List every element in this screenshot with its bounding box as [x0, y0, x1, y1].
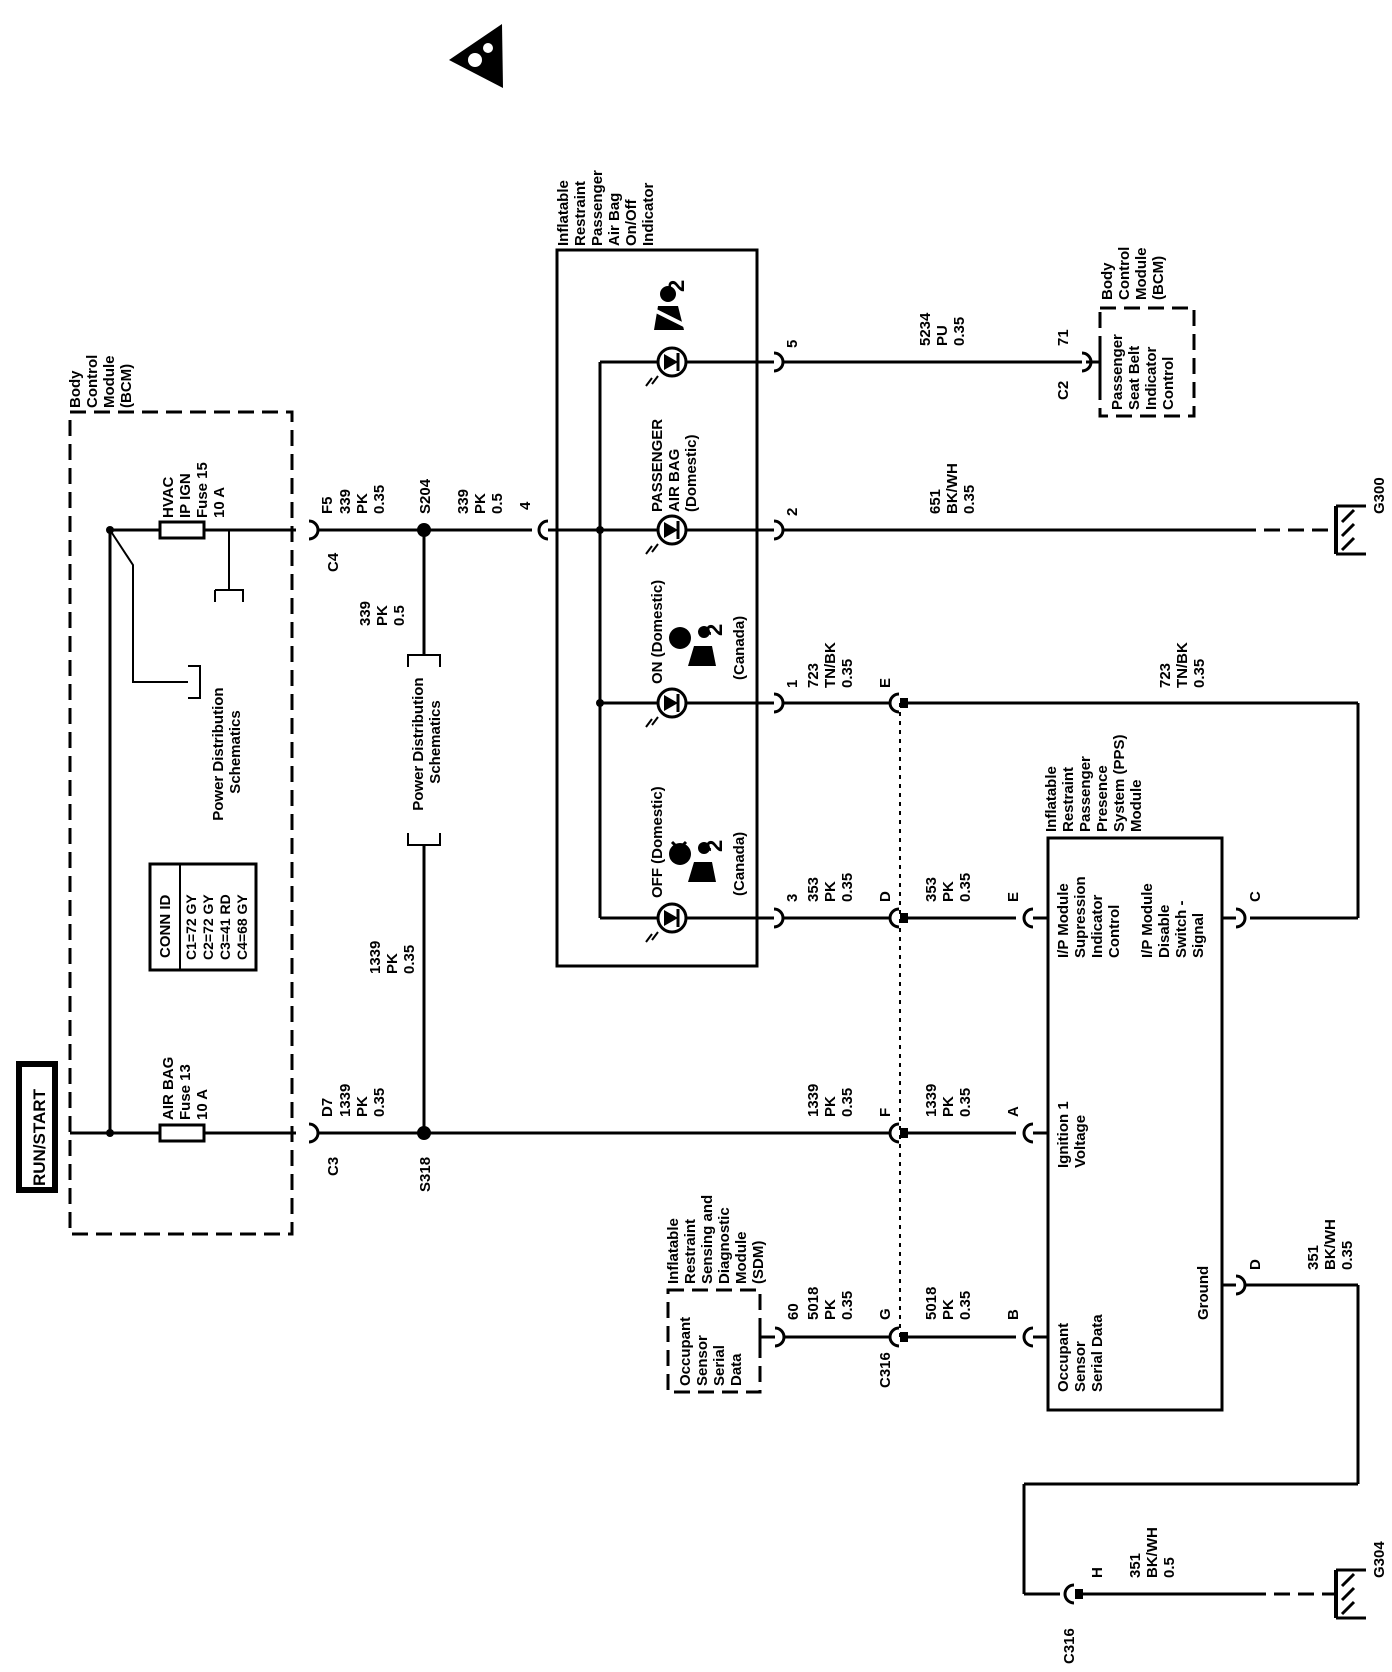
wire-339-label-1: 339 PK 0.35 — [337, 485, 388, 514]
pps-pin-e-label: E — [1005, 892, 1022, 902]
ground-g304-label: G304 — [1371, 1541, 1388, 1578]
conn-f-label: F — [877, 1108, 894, 1117]
conn-f5-label: F5 — [319, 496, 336, 514]
pps-pin-a-function: Ignition 1 Voltage — [1055, 1097, 1089, 1168]
conn-e-label: E — [877, 678, 894, 688]
ind-pin-2-label: 2 — [784, 508, 801, 516]
caution-triangle-icon — [449, 24, 503, 88]
sdm-function: Occupant Sensor Serial Data — [677, 1313, 745, 1386]
splice-s204-label: S204 — [417, 478, 434, 514]
airbag-fuse-label: AIR BAG Fuse 13 10 A — [160, 1052, 211, 1120]
off-number: 2 — [702, 840, 727, 852]
pps-title: Inflatable Restraint Passenger Presence … — [1043, 730, 1145, 832]
wire-723-label-2: 723 TN/BK 0.35 — [1157, 638, 1208, 688]
airbag-off-icon — [669, 840, 716, 882]
wire-1339-label-1: 1339 PK 0.35 — [367, 936, 418, 974]
splice-s318 — [417, 1126, 431, 1140]
wire-339-label-2: 339 PK 0.5 — [455, 485, 506, 514]
svg-text:CONN ID: CONN ID — [157, 895, 174, 959]
on-number: 2 — [702, 624, 727, 636]
passenger-airbag-label: PASSENGER AIR BAG (Domestic) — [649, 415, 700, 512]
c316-pin-h — [1063, 1583, 1083, 1605]
wire-351-label-2: 351 BK/WH 0.5 — [1127, 1523, 1178, 1578]
conn-g-label: G — [877, 1308, 894, 1320]
wire-5234-label: 5234 PU 0.35 — [917, 308, 968, 346]
led-on-icon — [644, 687, 688, 729]
wire-1339-label-3: 1339 PK 0.35 — [805, 1079, 856, 1117]
pin-71-label: 71 — [1055, 329, 1072, 346]
bcm-title: Body Control Module (BCM) — [67, 351, 135, 409]
on-label: ON (Domestic) — [649, 580, 666, 684]
sdm-title: Inflatable Restraint Sensing and Diagnos… — [665, 1191, 767, 1284]
c316-pin-f — [888, 1122, 908, 1144]
wire-353-label-2: 353 PK 0.35 — [923, 873, 974, 902]
conn-c3-label: C3 — [325, 1157, 342, 1176]
svg-text:RUN/START: RUN/START — [30, 1088, 49, 1186]
pps-pin-d-function: Ground — [1195, 1266, 1212, 1320]
wire-723-label-1: 723 TN/BK 0.35 — [805, 638, 856, 688]
bcm-box — [68, 410, 294, 1236]
airbag-fuse — [158, 1123, 206, 1143]
wire-1339-label-2: 1339 PK 0.35 — [337, 1079, 388, 1117]
indicator-title: Inflatable Restraint Passenger Air Bag O… — [555, 166, 657, 246]
indicator-pin-4 — [537, 519, 549, 541]
conn-h-label: H — [1089, 1567, 1106, 1578]
pps-pin-b-function: Occupant Sensor Serial Data — [1055, 1314, 1106, 1392]
pps-pin-b-label: B — [1005, 1309, 1022, 1320]
c316-pin-d — [888, 907, 908, 929]
ind-pin-5-label: 5 — [784, 340, 801, 348]
bcm2-function: Passenger Seat Belt Indicator Control — [1109, 330, 1177, 410]
pps-pin-c-label: C — [1247, 891, 1264, 902]
pps-module-box — [1046, 836, 1224, 1412]
pps-pin-e-function: I/P Module Supression Indicator Control — [1055, 872, 1123, 958]
led-off-icon — [644, 902, 688, 944]
off-label: OFF (Domestic) — [649, 786, 666, 898]
conn-c316-label: C316 — [877, 1352, 894, 1388]
indicator-box — [555, 248, 759, 968]
conn-id-table: CONN ID C1=72 GY C2=72 GY C3=41 RD C4=68… — [148, 862, 258, 972]
ground-g304-icon — [1334, 1568, 1368, 1620]
led-passenger-airbag-icon — [644, 514, 688, 556]
wire-5018-label-2: 5018 PK 0.35 — [923, 1282, 974, 1320]
off-canada-label: (Canada) — [731, 832, 748, 896]
wire-651-label: 651 BK/WH 0.35 — [927, 459, 978, 514]
pps-pin-a-label: A — [1005, 1106, 1022, 1117]
svg-text:C1=72 GY C2=72 GY: C1=72 GY C2=72 GY C3=41 RD C4=68 GY — [183, 890, 250, 960]
conn-d7-label: D7 — [319, 1098, 336, 1117]
hvac-fuse — [158, 520, 206, 540]
wire-339-label-3: 339 PK 0.5 — [357, 597, 408, 626]
ind-pin-1-label: 1 — [784, 680, 801, 688]
ind-pin-4-label: 4 — [517, 501, 534, 510]
conn-c4-label: C4 — [325, 552, 342, 572]
sdm-box — [666, 1288, 762, 1394]
run-start-label: RUN/START — [16, 1061, 58, 1193]
hvac-fuse-label: HVAC IP IGN Fuse 15 10 A — [160, 458, 228, 518]
ground-g300-icon — [1334, 504, 1368, 556]
pps-pin-d-label: D — [1247, 1259, 1264, 1270]
ground-g300-label: G300 — [1371, 477, 1388, 514]
pin-60-label: 60 — [785, 1303, 802, 1320]
pd-schematics-2: Power Distribution Schematics — [410, 673, 444, 811]
wire-5018-label-1: 5018 PK 0.35 — [805, 1282, 856, 1320]
wire-353-label-1: 353 PK 0.35 — [805, 873, 856, 902]
conn-d-label: D — [877, 891, 894, 902]
bcm-pd-schematics: Power Distribution Schematics — [210, 683, 244, 821]
wire-351-label-1: 351 BK/WH 0.35 — [1305, 1215, 1356, 1270]
wire-1339-label-4: 1339 PK 0.35 — [923, 1079, 974, 1117]
led-seatbelt-icon — [644, 346, 688, 388]
ind-pin-3-label: 3 — [784, 894, 801, 902]
conn-c2-label: C2 — [1055, 381, 1072, 400]
conn-c316-label-2: C316 — [1061, 1628, 1078, 1664]
c316-pin-e — [888, 692, 908, 714]
on-canada-label: (Canada) — [731, 616, 748, 680]
seatbelt-number: 2 — [664, 280, 689, 292]
splice-s318-label: S318 — [417, 1157, 434, 1192]
pps-pin-c-function: I/P Module Disable Switch - Signal — [1139, 879, 1207, 958]
bcm2-title: Body Control Module (BCM) — [1099, 243, 1167, 301]
